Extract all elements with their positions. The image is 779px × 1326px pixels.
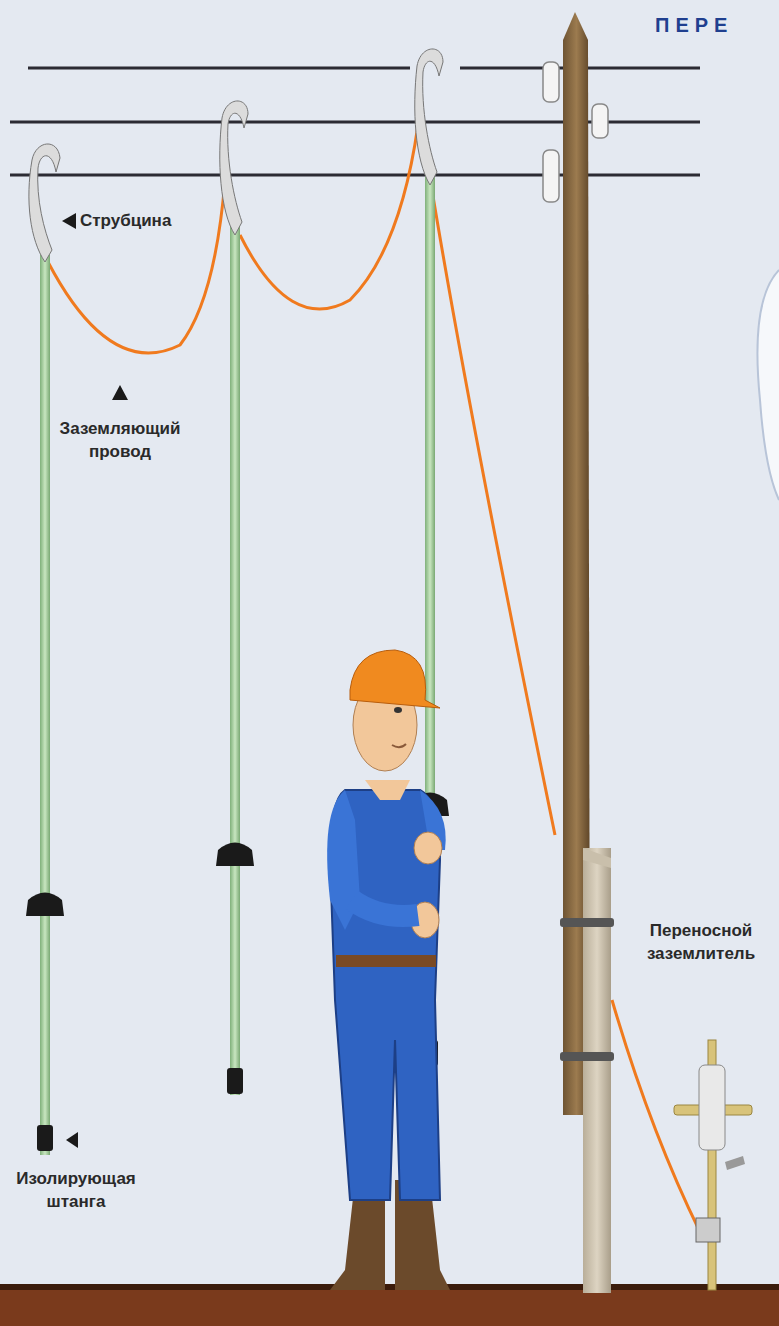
- part-label: Струбцина: [80, 210, 171, 233]
- pole-bands: [560, 918, 614, 1061]
- title: ПЕРЕ: [655, 14, 733, 37]
- insulators: [543, 62, 608, 202]
- worker: [327, 650, 450, 1290]
- label-markers: [62, 213, 128, 1148]
- line-wires: [10, 68, 700, 175]
- ground-electrode: [674, 1040, 752, 1290]
- concrete-stub: [583, 848, 611, 1293]
- inset-circle-edge: [757, 270, 779, 500]
- part-label: Изолирующая штанга: [10, 1168, 142, 1214]
- ground: [0, 1288, 779, 1326]
- part-label: Заземляющий провод: [55, 418, 185, 464]
- grounding-wire: [48, 125, 700, 1232]
- part-label: Переносной заземлитель: [638, 920, 764, 966]
